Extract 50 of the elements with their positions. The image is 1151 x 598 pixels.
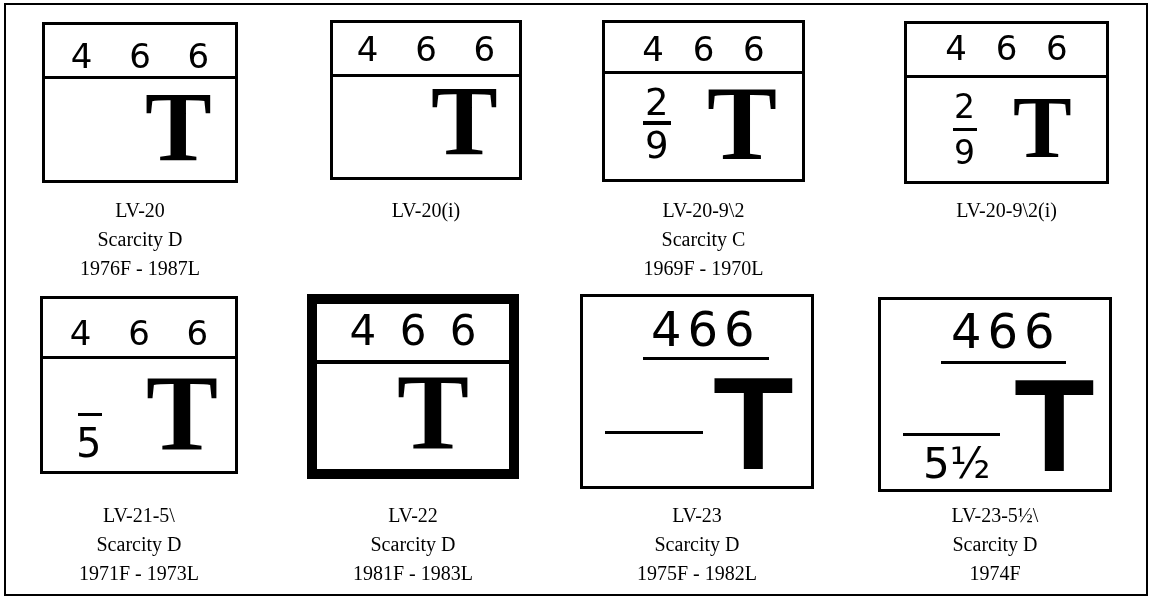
letter-t: T xyxy=(397,358,470,466)
stamp-box xyxy=(602,20,805,182)
stamp-box xyxy=(330,20,522,180)
number-text: 4 6 6 xyxy=(349,310,477,352)
letter-t: T xyxy=(431,71,498,171)
caption-text: Scarcity D xyxy=(369,532,457,558)
stamp-box xyxy=(580,294,814,489)
stamp-box xyxy=(904,21,1109,184)
fraction-digit: 2 xyxy=(645,84,669,121)
fraction-digit: 5 xyxy=(76,423,102,463)
letter-t: T xyxy=(707,71,778,176)
letter-t: T xyxy=(713,358,794,490)
caption-text: 1981F - 1983L xyxy=(352,561,474,586)
fraction-digit: 9 xyxy=(645,127,669,164)
caption-text: LV-20 xyxy=(114,198,166,223)
caption-text: LV-23 xyxy=(671,503,723,528)
caption-text: Scarcity D xyxy=(96,227,184,253)
letter-t: T xyxy=(1013,84,1072,172)
stamp-box xyxy=(307,294,519,479)
caption-text: LV-22 xyxy=(387,503,439,528)
fraction-digit: 9 xyxy=(954,136,975,169)
number-text: 4 6 6 xyxy=(945,31,1068,65)
number-text: 4 6 6 xyxy=(70,39,210,73)
caption-text: 1975F - 1982L xyxy=(636,561,758,586)
caption-text: Scarcity D xyxy=(951,532,1039,558)
fraction-digit: 5½ xyxy=(923,443,991,485)
letter-t: T xyxy=(145,77,212,177)
caption-text: 1971F - 1973L xyxy=(78,561,200,586)
number-text: 4 6 6 xyxy=(356,32,496,66)
number-text: 466 xyxy=(951,307,1061,355)
letter-t: T xyxy=(1014,360,1095,492)
caption-text: LV-20-9\2(i) xyxy=(955,198,1058,224)
caption-text: Scarcity D xyxy=(653,532,741,558)
number-text: 4 6 6 xyxy=(642,32,765,66)
caption-text: LV-23-5½\ xyxy=(950,503,1040,528)
number-text: 4 6 6 xyxy=(69,316,209,350)
caption-text: LV-21-5\ xyxy=(102,503,176,528)
caption-text: Scarcity D xyxy=(95,532,183,558)
fraction-digit: 2 xyxy=(954,90,975,123)
stamp-box xyxy=(40,296,238,474)
letter-t: T xyxy=(146,359,219,467)
caption-text: 1969F - 1970L xyxy=(642,256,765,281)
caption-text: 1976F - 1987L xyxy=(79,256,201,281)
stamp-box xyxy=(878,297,1112,492)
stamp-box xyxy=(42,22,238,183)
number-text: 466 xyxy=(651,305,761,353)
caption-text: Scarcity C xyxy=(660,227,747,253)
caption-text: LV-20(i) xyxy=(390,198,462,224)
caption-text: 1974F xyxy=(968,561,1022,586)
caption-text: LV-20-9\2 xyxy=(661,198,746,223)
